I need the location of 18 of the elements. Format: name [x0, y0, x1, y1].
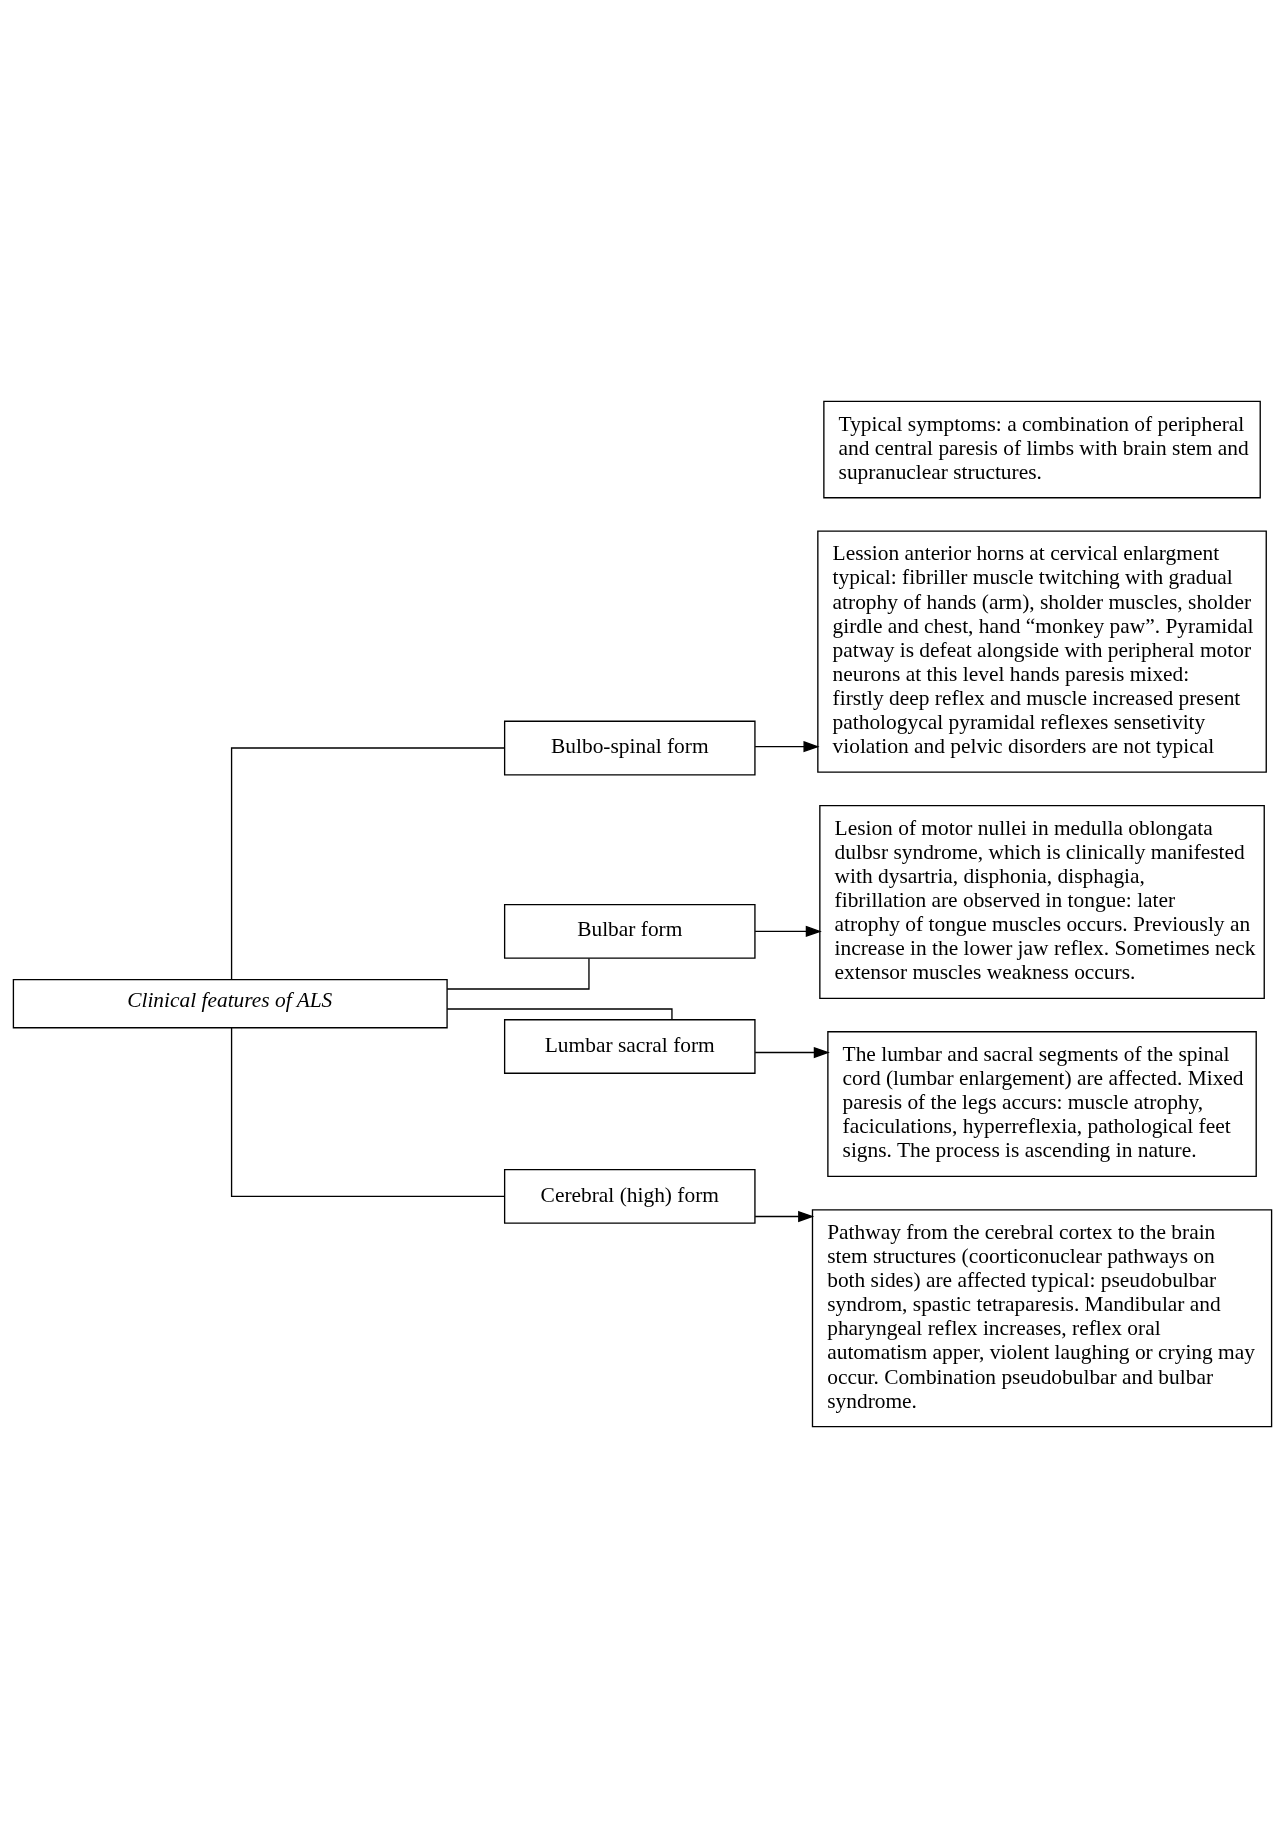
connector: [446, 957, 590, 990]
node-box: Typical symptoms: a combination of peripheral and central paresis of limbs with brain stem and supranuclear structures.: [823, 400, 1261, 498]
node-box: Bulbo-spinal form: [503, 720, 756, 775]
arrow: [754, 925, 822, 937]
node-box: Clinical features of ALS: [12, 978, 448, 1028]
node-box: Lession anterior horns at cervical enlargment typical: fibriller muscle twitching with gradual atrophy of hands (arm), sholder muscles, sholder girdle and chest, hand “monkey paw”. Pyramidal patway is defeat alongside with peripheral motor neurons at this level hands paresis mixed: firstly deep reflex and muscle increased present pathologycal pyramidal reflexes sensetivity violation and pelvic disorders are not typical: [817, 530, 1267, 773]
connector: [230, 746, 505, 980]
arrow: [754, 740, 820, 752]
node-box: The lumbar and sacral segments of the spinal cord (lumbar enlargement) are affected. Mixed paresis of the legs accurs: muscle atrophy, faciculations, hyperreflexia, pathological feet signs. The process is ascending in nature.: [827, 1030, 1257, 1177]
node-box: Bulbar form: [503, 903, 756, 959]
arrow: [754, 1046, 830, 1058]
node-box: Cerebral (high) form: [503, 1168, 756, 1224]
node-box: Pathway from the cerebral cortex to the brain stem structures (coorticonuclear pathways on both sides) are affected typical: pseudobulbar syndrom, spastic tetraparesis. Mandibular and pharyngeal reflex increases, reflex oral automatism apper, violent laughing or crying may occur. Combination pseudobulbar and bulbar syndrome.: [811, 1208, 1273, 1427]
node-box: Lesion of motor nullei in medulla oblongata dulbsr syndrome, which is clinically manifested with dysartria, disphonia, disphagia, fibrillation are observed in tongue: later atrophy of tongue muscles occurs. Previously an increase in the lower jaw reflex. Sometimes neck extensor muscles weakness occurs.: [819, 804, 1265, 999]
node-box: Lumbar sacral form: [503, 1018, 756, 1074]
connector: [446, 1007, 673, 1020]
arrow: [754, 1210, 815, 1222]
connector: [230, 1026, 505, 1197]
